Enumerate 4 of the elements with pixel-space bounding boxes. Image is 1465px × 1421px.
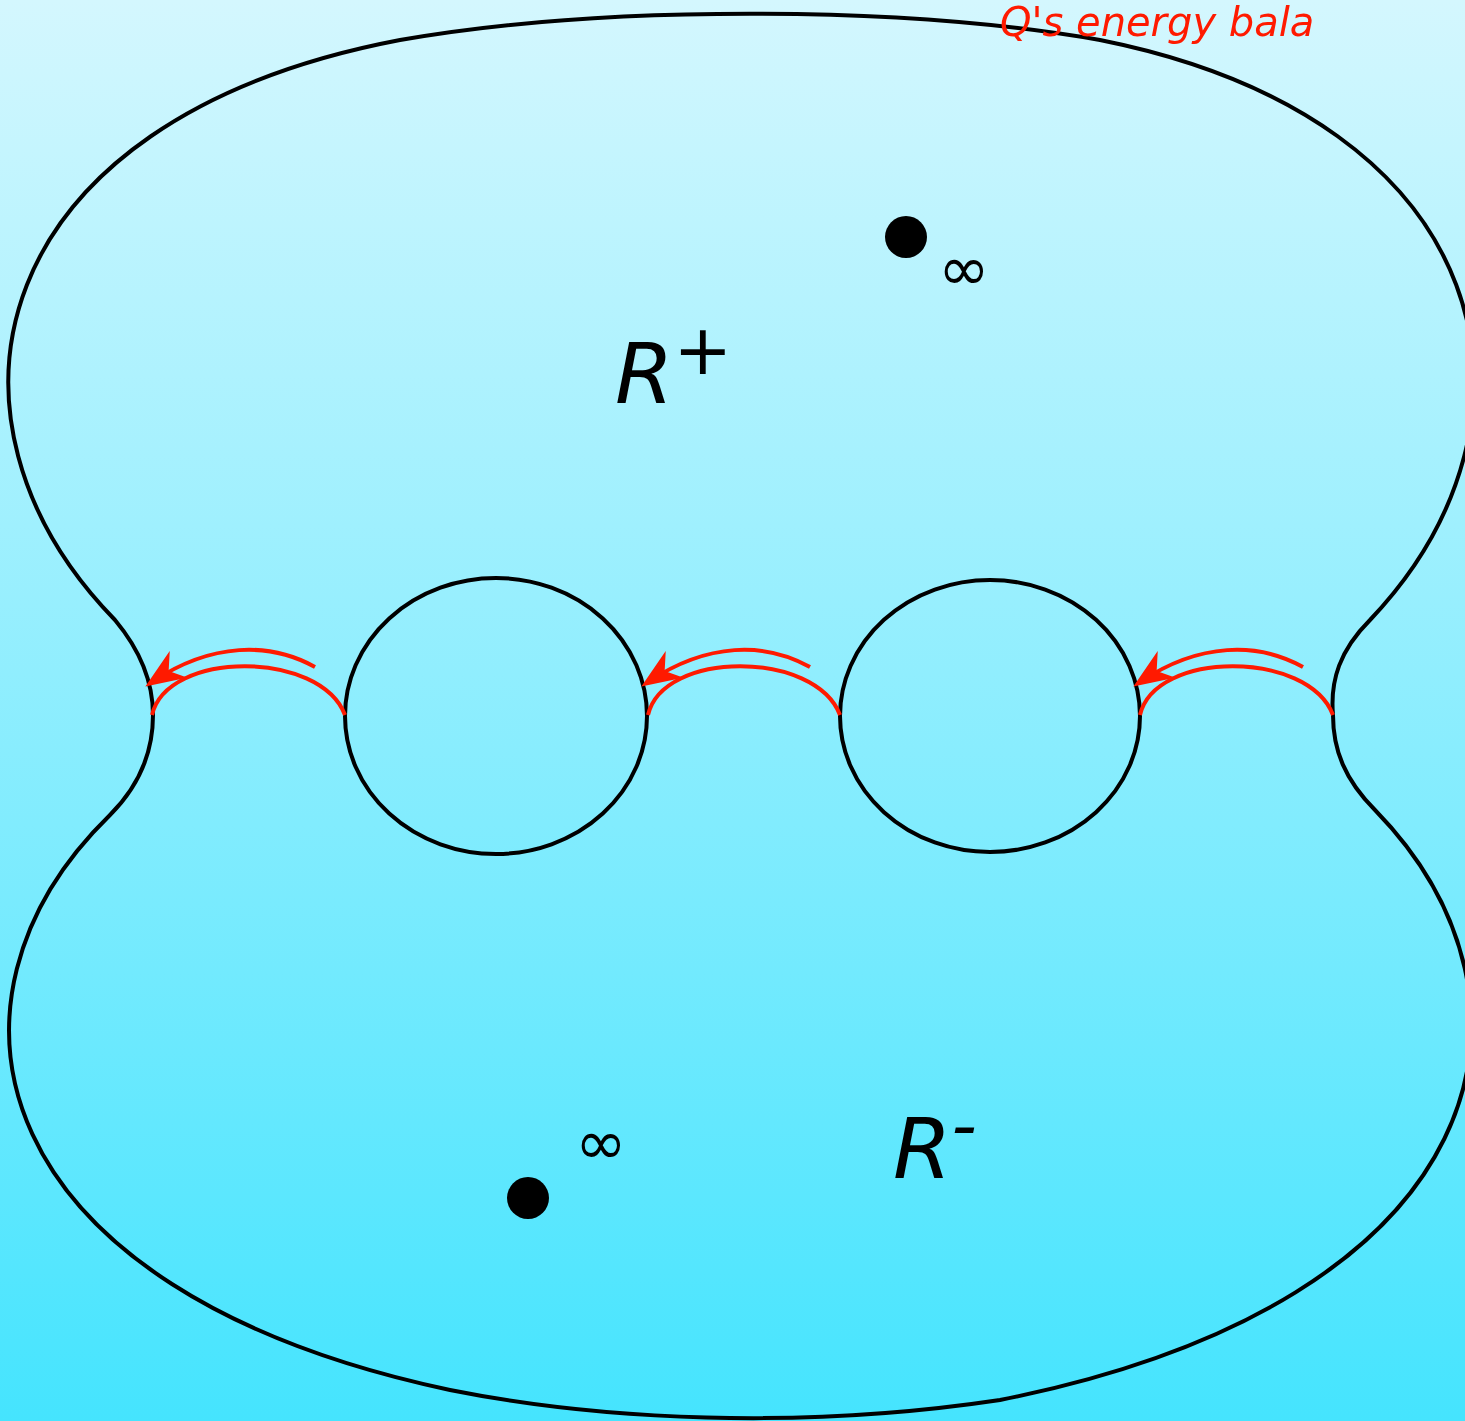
region-label: R$^{+}$ bbox=[615, 315, 733, 416]
region-label: R$^{-}$ bbox=[893, 1090, 977, 1191]
infinity-symbol: ∞ bbox=[938, 238, 990, 300]
infinity-symbol: ∞ bbox=[575, 1112, 627, 1174]
